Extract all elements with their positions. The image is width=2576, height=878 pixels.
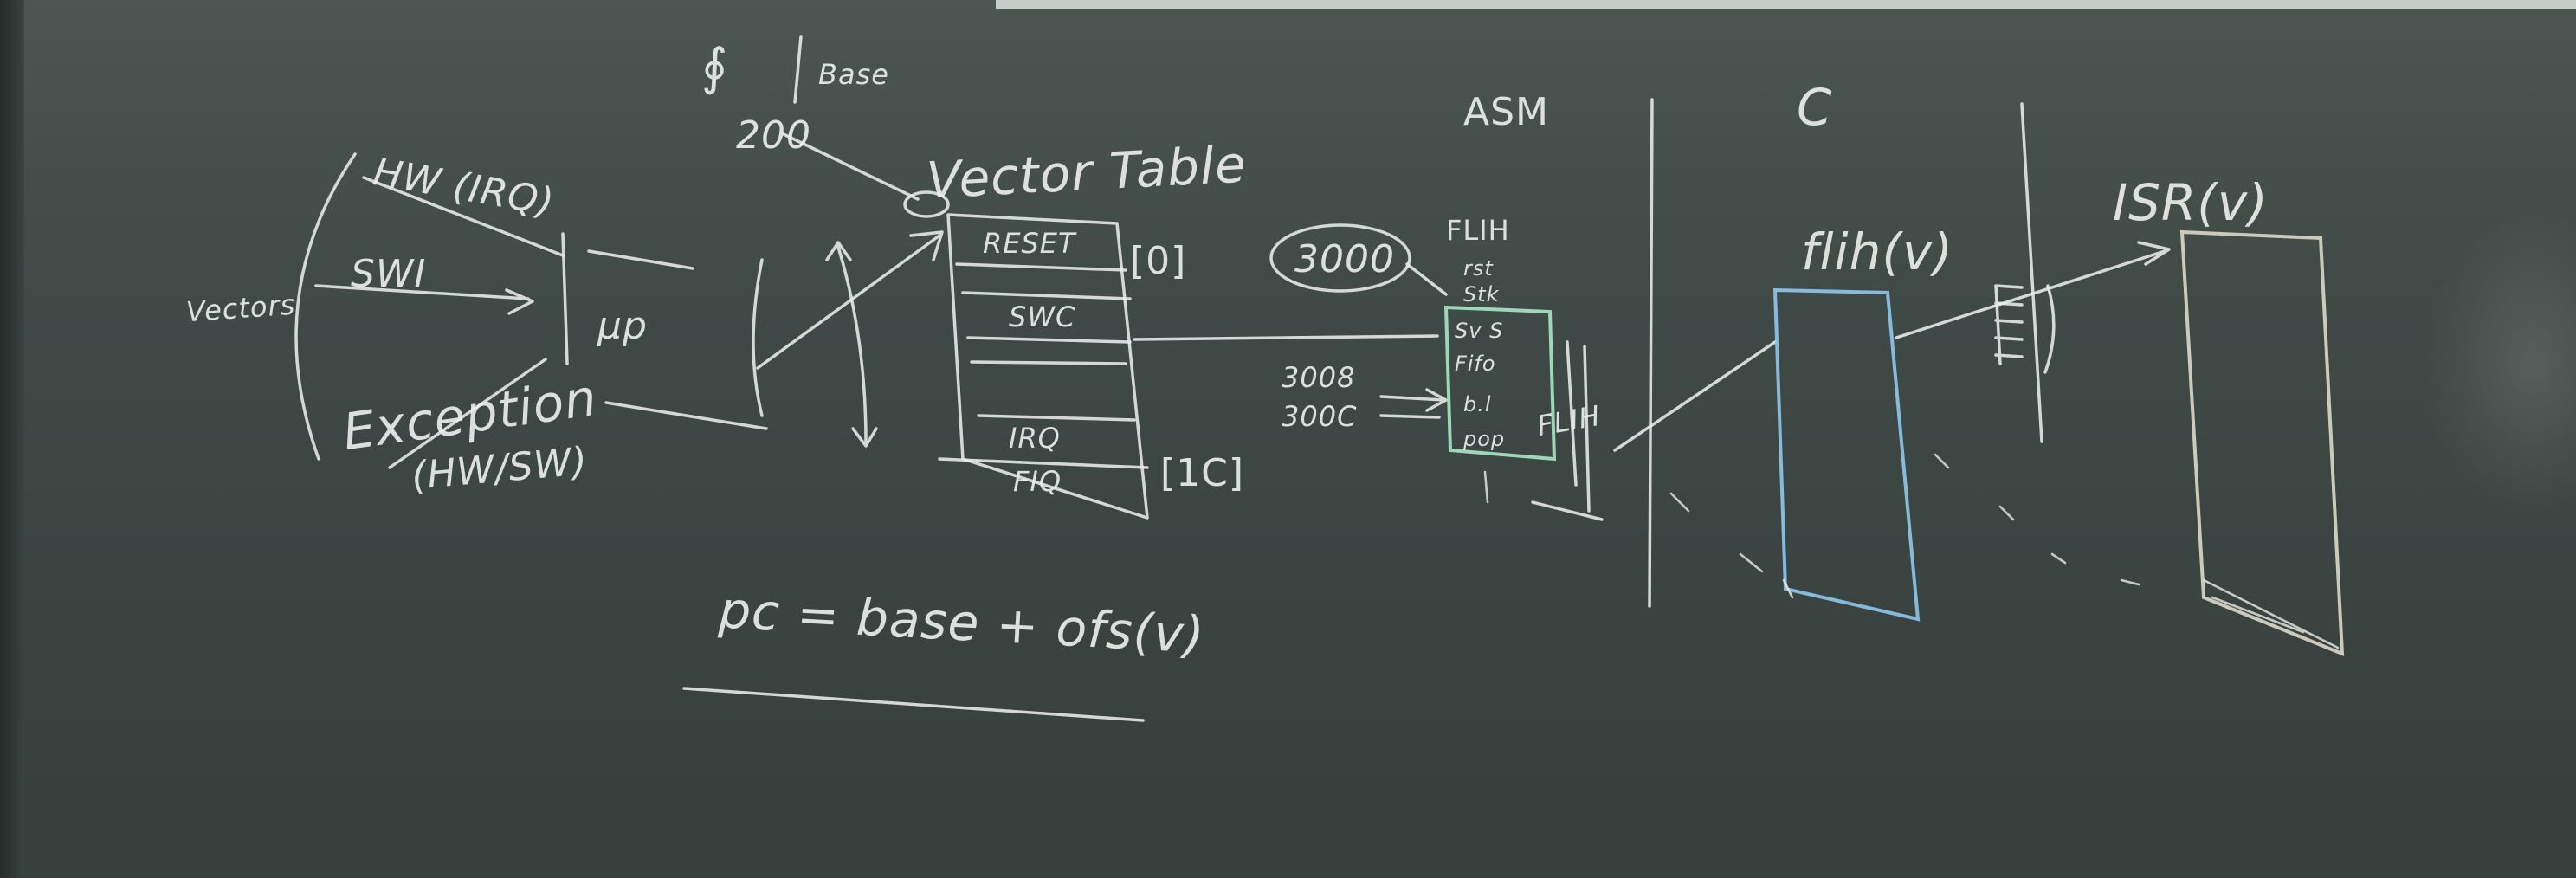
flih-function-label: flih(v) [1801, 223, 1953, 281]
flih-line-1: FLIH [1446, 214, 1510, 247]
offset-bottom-label: [1C] [1160, 451, 1245, 495]
microprocessor-label: µp [597, 304, 648, 348]
vector-table-box [946, 213, 1149, 520]
isr-function-label: ISR(v) [2113, 173, 2269, 232]
address-bubble [1269, 223, 1411, 293]
base-label: Base [818, 58, 889, 91]
isr-box [2179, 229, 2345, 657]
asm-heading: ASM [1463, 90, 1549, 134]
table-row-line [977, 414, 1136, 422]
dashed-line [1934, 453, 2140, 586]
address-3008: 3008 [1282, 361, 1356, 394]
table-row-line [961, 291, 1132, 300]
flih-line-6: b.l [1463, 392, 1492, 416]
flih-box [1443, 305, 1557, 462]
flih-line-4: Sv S [1455, 319, 1504, 343]
base-value: 200 [736, 113, 811, 158]
address-arrow [1379, 388, 1448, 419]
table-row-irq: IRQ [1009, 422, 1061, 455]
dashed-line [1669, 492, 1794, 599]
table-row-swc: SWC [1009, 300, 1076, 333]
vectors-bracket [294, 152, 357, 461]
address-3000: 3000 [1294, 237, 1395, 281]
flih-side-line [1566, 340, 1578, 487]
flih-line-5: Fifo [1455, 352, 1496, 376]
flih-line-2: rst [1463, 256, 1494, 281]
base-divider [793, 35, 803, 104]
table-to-asm-line [1133, 334, 1439, 341]
table-row-line [955, 262, 1127, 272]
flih-side-line [1583, 345, 1591, 513]
offset-double-arrow [825, 241, 878, 448]
flih-line-3: Stk [1463, 282, 1500, 307]
flih-underline [1531, 500, 1604, 521]
formula-underline [682, 687, 1145, 722]
stack-paren [2043, 284, 2056, 374]
c-to-isr-arrow [1895, 241, 2171, 339]
board-top-frame [996, 0, 2576, 9]
offset-top-label: [0] [1130, 239, 1187, 283]
table-row-line [938, 457, 1149, 469]
asm-to-c-line [1613, 340, 1777, 452]
vectors-label: Vectors [184, 287, 297, 329]
base-symbol: ∮ [701, 37, 729, 96]
asm-c-divider [1648, 98, 1654, 608]
exception-arrow [388, 358, 547, 469]
funnel-line [604, 401, 768, 430]
stack-bars [1994, 284, 2024, 365]
base-target-ellipse [903, 190, 950, 218]
board-left-frame [0, 0, 24, 878]
table-row-reset: RESET [983, 227, 1076, 260]
isr-bottom-scribble [2202, 578, 2340, 649]
swi-arrow [314, 284, 534, 315]
base-pointer-arrow [782, 132, 920, 201]
funnel-line [587, 249, 694, 270]
swi-label: SWI [351, 252, 427, 296]
address-300c: 300C [1282, 400, 1358, 433]
table-row-line [970, 360, 1127, 365]
c-heading: C [1797, 78, 1833, 137]
c-isr-divider [2020, 102, 2043, 443]
flih-c-box [1772, 287, 1921, 622]
hw-irq-arrow [362, 176, 565, 257]
funnel-line [752, 258, 764, 417]
flih-tick [1483, 470, 1489, 504]
vector-table-title: Vector Table [925, 134, 1249, 210]
table-row-line [966, 336, 1132, 344]
flih-line-7: pop [1463, 427, 1506, 451]
bubble-link [1405, 262, 1448, 296]
table-row-fiq: FIQ [1013, 465, 1062, 498]
to-table-arrow [756, 230, 944, 370]
funnel-line [561, 232, 569, 365]
